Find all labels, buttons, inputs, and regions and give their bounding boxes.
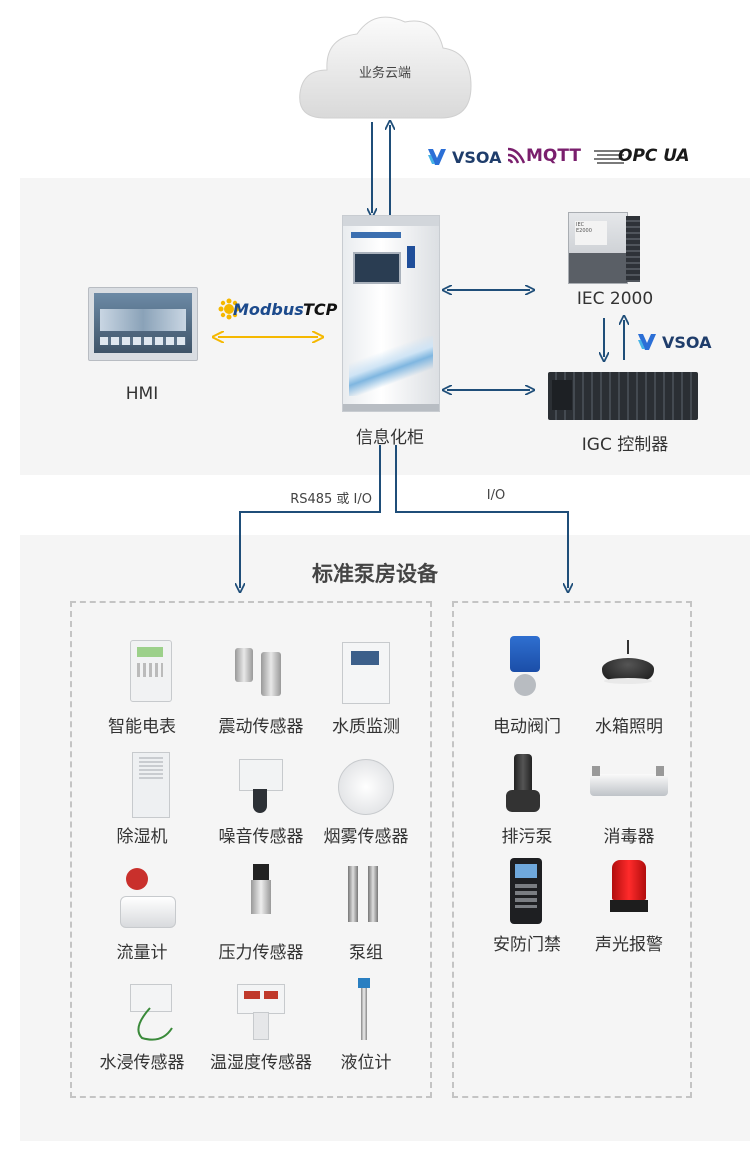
section-title: 标准泵房设备 — [312, 562, 438, 586]
device-label: 噪音传感器 — [218, 827, 304, 847]
water-quality-icon — [330, 640, 400, 704]
link-right-label: I/O — [486, 488, 506, 503]
left-device-group — [70, 601, 432, 1098]
device-label: 流量计 — [116, 943, 168, 963]
pressure-sensor-icon — [225, 864, 295, 928]
mqtt-text: MQTT — [526, 146, 581, 166]
mqtt-logo-icon — [507, 147, 526, 164]
smoke-sensor-icon — [330, 755, 400, 819]
electric-valve-icon — [492, 636, 562, 700]
cabinet-label: 信息化柜 — [356, 428, 424, 448]
vsoa-side-logo-icon — [638, 334, 656, 350]
flow-meter-icon — [116, 866, 186, 930]
vsoa-top-text: VSOA — [452, 148, 502, 167]
device-label: 安防门禁 — [493, 935, 561, 955]
hmi-device — [88, 287, 198, 361]
device-label: 声光报警 — [595, 935, 663, 955]
device-label: 电动阀门 — [493, 717, 561, 737]
device-label: 液位计 — [340, 1053, 392, 1073]
link-left-label: RS485 或 I/O — [290, 492, 372, 507]
disinfector-icon — [586, 764, 668, 828]
device-label: 烟雾传感器 — [323, 827, 409, 847]
level-gauge-icon — [330, 978, 400, 1042]
modbus-tcp-text: TCP — [303, 300, 338, 319]
modbus-text: Modbus — [233, 300, 304, 319]
device-label: 排污泵 — [501, 827, 553, 847]
device-label: 智能电表 — [108, 717, 176, 737]
tank-lighting-icon — [594, 640, 664, 704]
dehumidifier-icon — [116, 752, 186, 818]
device-label: 震动传感器 — [218, 717, 304, 737]
sewage-pump-icon — [492, 754, 562, 818]
pump-group-icon — [330, 864, 400, 928]
igc-label: IGC 控制器 — [581, 435, 669, 455]
device-label: 温湿度传感器 — [210, 1053, 312, 1073]
device-label: 泵组 — [349, 943, 383, 963]
device-label: 消毒器 — [603, 827, 655, 847]
device-label: 水质监测 — [332, 717, 400, 737]
cloud-icon — [299, 16, 472, 119]
opcua-text: OPC UA — [618, 146, 690, 166]
modbus-logo-icon — [218, 298, 240, 320]
device-label: 水浸传感器 — [99, 1053, 185, 1073]
access-control-icon — [492, 858, 562, 924]
vsoa-logo-icon — [428, 149, 446, 165]
igc-device — [548, 372, 698, 420]
device-label: 压力传感器 — [218, 943, 304, 963]
water-leak-sensor-icon — [116, 980, 186, 1044]
cloud-cabinet-arrows — [0, 0, 750, 600]
vibration-sensor-icon — [225, 640, 295, 704]
bottom-panel — [20, 535, 750, 1141]
vsoa-side-text: VSOA — [662, 333, 712, 352]
device-label: 水箱照明 — [595, 717, 663, 737]
cloud-label: 业务云端 — [358, 66, 411, 81]
temp-humidity-sensor-icon — [225, 980, 295, 1044]
iec-side — [626, 216, 640, 282]
smart-meter-icon — [116, 640, 186, 704]
noise-sensor-icon — [225, 755, 295, 819]
iec-label: IEC 2000 — [576, 289, 654, 309]
cabinet-device — [342, 215, 440, 412]
device-label: 除湿机 — [116, 827, 168, 847]
hmi-label: HMI — [125, 384, 159, 404]
sound-light-alarm-icon — [594, 860, 664, 924]
opcua-logo-icon — [594, 150, 624, 164]
right-device-group — [452, 601, 692, 1098]
